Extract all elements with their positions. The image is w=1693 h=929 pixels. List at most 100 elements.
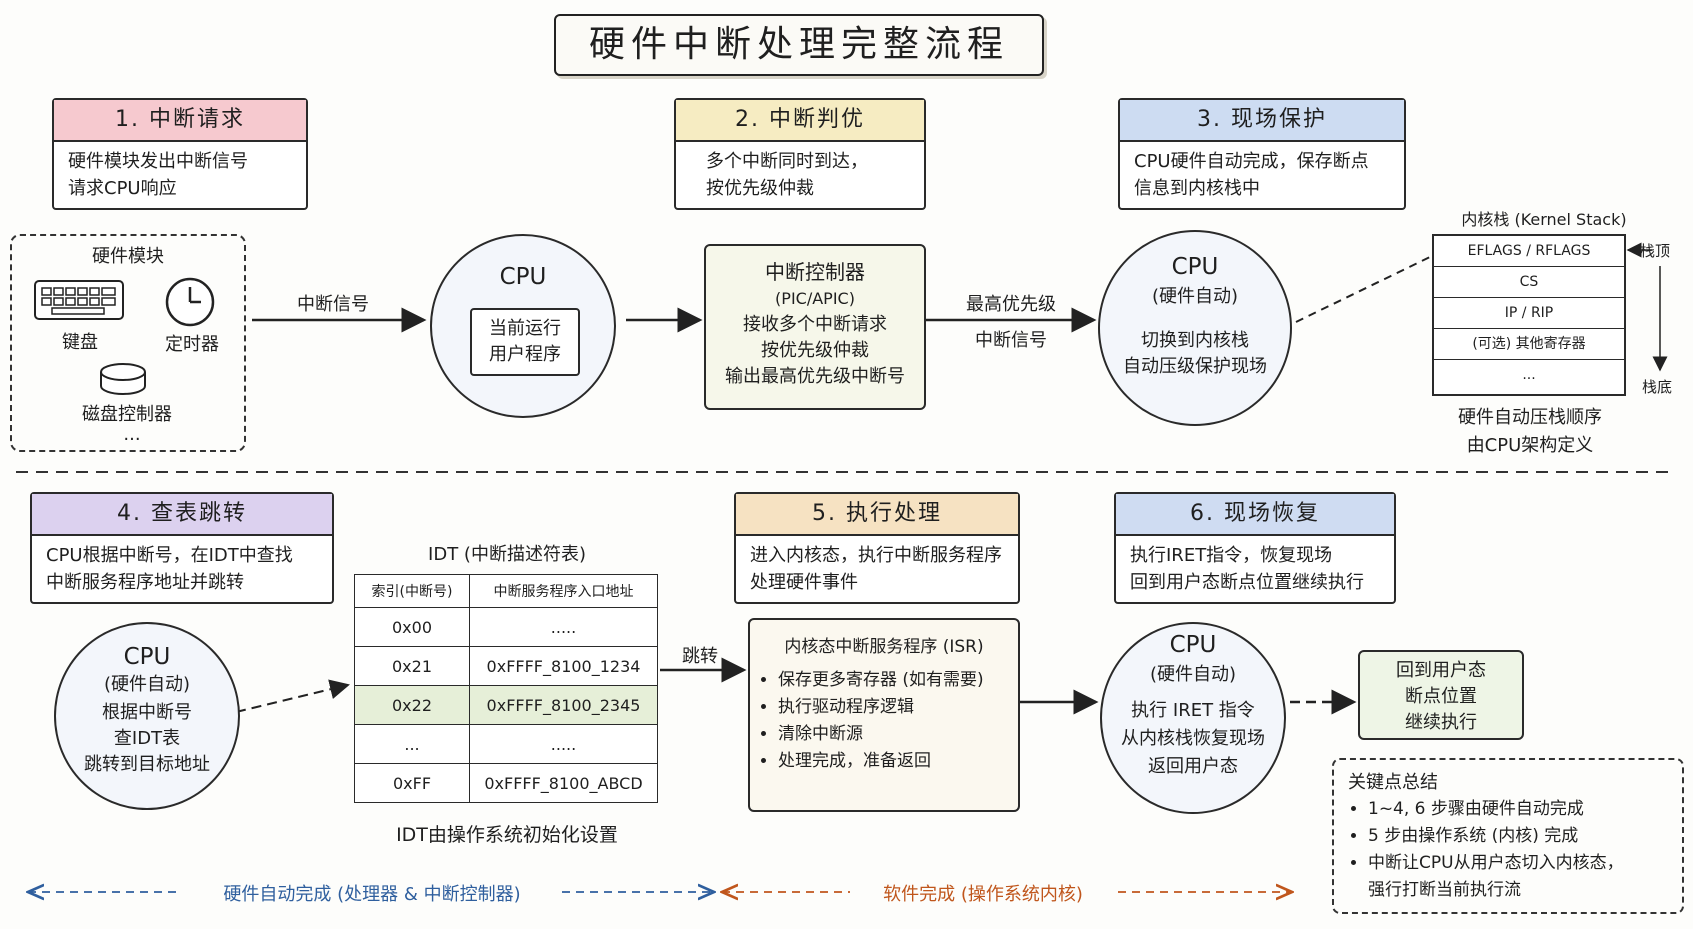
stack-row-other-registers: (可选) 其他寄存器: [1434, 329, 1624, 360]
arrow-label-jump: 跳转: [682, 646, 718, 667]
idt-cell-address: 0xFFFF_8100_1234: [469, 646, 658, 686]
step-3-card: 3. 现场保护 CPU硬件自动完成，保存断点 信息到内核栈中: [1118, 98, 1406, 210]
hardware-module-box: 硬件模块 键盘 定时器 磁盘控制器 ...: [10, 234, 246, 452]
step-2-heading: 2. 中断判优: [676, 100, 924, 142]
hardware-module-title: 硬件模块: [92, 246, 164, 267]
kernel-stack: EFLAGS / RFLAGS CS IP / RIP (可选) 其他寄存器 .…: [1432, 234, 1626, 396]
step-2-card: 2. 中断判优 多个中断同时到达， 按优先级仲裁: [674, 98, 926, 210]
cpu-4-line-2: 从内核栈恢复现场: [1121, 728, 1265, 749]
cpu-4-subtitle: (硬件自动): [1149, 664, 1237, 685]
isr-item: 处理完成，准备返回: [778, 748, 1018, 775]
isr-item: 执行驱动程序逻辑: [778, 694, 1018, 721]
page-title: 硬件中断处理完整流程: [554, 14, 1044, 76]
legend-hardware: 硬件自动完成 (处理器 & 中断控制器): [223, 884, 521, 905]
resume-line-2: 断点位置: [1405, 686, 1477, 707]
stack-top-label: 栈顶: [1640, 242, 1671, 260]
cpu-3-subtitle: (硬件自动): [103, 674, 191, 695]
cpu-3-title: CPU: [123, 644, 171, 670]
cpu-2-title: CPU: [1171, 254, 1219, 280]
idt-title: IDT (中断描述符表): [428, 544, 586, 565]
cpu-4-line-1: 执行 IRET 指令: [1131, 700, 1255, 721]
summary-title: 关键点总结: [1348, 772, 1438, 793]
stack-note-line-2: 由CPU架构定义: [1466, 435, 1594, 456]
step-1-card: 1. 中断请求 硬件模块发出中断信号 请求CPU响应: [52, 98, 308, 210]
step-6-card: 6. 现场恢复 执行IRET指令，恢复现场 回到用户态断点位置继续执行: [1114, 492, 1396, 604]
stack-row-eflags: EFLAGS / RFLAGS: [1434, 236, 1624, 267]
isr-title: 内核态中断服务程序 (ISR): [784, 637, 984, 657]
cpu-save-context-circle: CPU (硬件自动) 切换到内核栈 自动压级保护现场: [1098, 230, 1292, 426]
interrupt-controller-box: 中断控制器 (PIC/APIC) 接收多个中断请求 按优先级仲裁 输出最高优先级…: [704, 244, 926, 410]
summary-item-continued: 强行打断当前执行流: [1368, 880, 1521, 900]
step-5-line-2: 处理硬件事件: [750, 572, 858, 593]
idt-cell-index: 0xFF: [354, 763, 470, 803]
idt-cell-address: 0xFFFF_8100_2345: [469, 685, 658, 725]
timer-icon: [165, 277, 215, 327]
legend-software: 软件完成 (操作系统内核): [883, 884, 1083, 905]
stack-note: 硬件自动压栈顺序 由CPU架构定义: [1430, 404, 1630, 460]
step-3-heading: 3. 现场保护: [1120, 100, 1404, 142]
cpu-1-title: CPU: [499, 264, 547, 290]
step-3-line-1: CPU硬件自动完成，保存断点: [1134, 151, 1369, 172]
arrow-label-top-priority: 最高优先级: [966, 294, 1056, 315]
cpu-3-line-2: 查IDT表: [113, 728, 181, 749]
idt-cell-index: 0x00: [354, 607, 470, 647]
isr-box: 内核态中断服务程序 (ISR) 保存更多寄存器 (如有需要) 执行驱动程序逻辑 …: [748, 618, 1020, 812]
summary-item: 中断让CPU从用户态切入内核态，: [1368, 850, 1668, 877]
cpu-1-line-2: 用户程序: [489, 344, 561, 365]
kernel-stack-title: 内核栈 (Kernel Stack): [1461, 210, 1627, 229]
idt-header-entry: 中断服务程序入口地址: [469, 574, 658, 608]
step-6-heading: 6. 现场恢复: [1116, 494, 1394, 536]
stack-row-cs: CS: [1434, 267, 1624, 298]
step-4-card: 4. 查表跳转 CPU根据中断号，在IDT中查找 中断服务程序地址并跳转: [30, 492, 334, 604]
pic-subtitle: (PIC/APIC): [775, 289, 855, 308]
idt-cell-index: ...: [354, 724, 470, 764]
resume-line-3: 继续执行: [1405, 712, 1477, 733]
idt-note: IDT由操作系统初始化设置: [396, 824, 618, 846]
summary-item: 5 步由操作系统 (内核) 完成: [1368, 823, 1668, 850]
cpu-3-line-3: 跳转到目标地址: [84, 754, 210, 775]
step-5-card: 5. 执行处理 进入内核态，执行中断服务程序 处理硬件事件: [734, 492, 1020, 604]
arrow-label-irq-signal: 中断信号: [297, 294, 369, 315]
step-6-line-1: 执行IRET指令，恢复现场: [1130, 545, 1333, 566]
step-4-line-1: CPU根据中断号，在IDT中查找: [46, 545, 293, 566]
stack-row-ip: IP / RIP: [1434, 298, 1624, 329]
idt-cell-index: 0x21: [354, 646, 470, 686]
cpu-1-line-1: 当前运行: [489, 318, 561, 339]
cpu-3-line-1: 根据中断号: [102, 702, 192, 723]
pic-title: 中断控制器: [765, 260, 865, 284]
idt-row: ........: [354, 724, 658, 764]
keyboard-label: 键盘: [62, 332, 98, 353]
step-4-line-2: 中断服务程序地址并跳转: [46, 572, 244, 593]
step-2-line-1: 多个中断同时到达，: [706, 151, 868, 172]
hardware-more: ...: [123, 424, 141, 445]
step-2-line-2: 按优先级仲裁: [706, 178, 814, 199]
step-1-heading: 1. 中断请求: [54, 100, 306, 142]
idt-cell-address: .....: [469, 724, 658, 764]
idt-cell-address: 0xFFFF_8100_ABCD: [469, 763, 658, 803]
cpu-user-mode-circle: CPU 当前运行 用户程序: [430, 234, 616, 418]
step-1-line-1: 硬件模块发出中断信号: [68, 151, 248, 172]
current-program-box: 当前运行 用户程序: [470, 308, 580, 376]
disk-icon: [100, 363, 146, 395]
cpu-lookup-circle: CPU (硬件自动) 根据中断号 查IDT表 跳转到目标地址: [54, 622, 240, 810]
step-3-line-2: 信息到内核栈中: [1134, 178, 1260, 199]
cpu-restore-circle: CPU (硬件自动) 执行 IRET 指令 从内核栈恢复现场 返回用户态: [1100, 622, 1286, 814]
isr-item: 清除中断源: [778, 721, 1018, 748]
cpu-2-line-1: 切换到内核栈: [1141, 330, 1249, 351]
summary-box: 关键点总结 1~4, 6 步骤由硬件自动完成 5 步由操作系统 (内核) 完成 …: [1332, 758, 1684, 914]
arrow-cpu3-to-idt: [235, 679, 350, 713]
step-4-heading: 4. 查表跳转: [32, 494, 332, 536]
timer-label: 定时器: [165, 334, 219, 355]
cpu-2-subtitle: (硬件自动): [1151, 286, 1239, 307]
stack-bottom-label: 栈底: [1642, 378, 1673, 396]
arrow-label-irq-signal-2: 中断信号: [975, 330, 1047, 351]
stack-row-more: ...: [1522, 367, 1536, 383]
idt-cell-index: 0x22: [354, 685, 470, 725]
step-1-line-2: 请求CPU响应: [68, 178, 177, 199]
cpu-4-title: CPU: [1169, 632, 1217, 658]
keyboard-icon: [34, 280, 124, 320]
